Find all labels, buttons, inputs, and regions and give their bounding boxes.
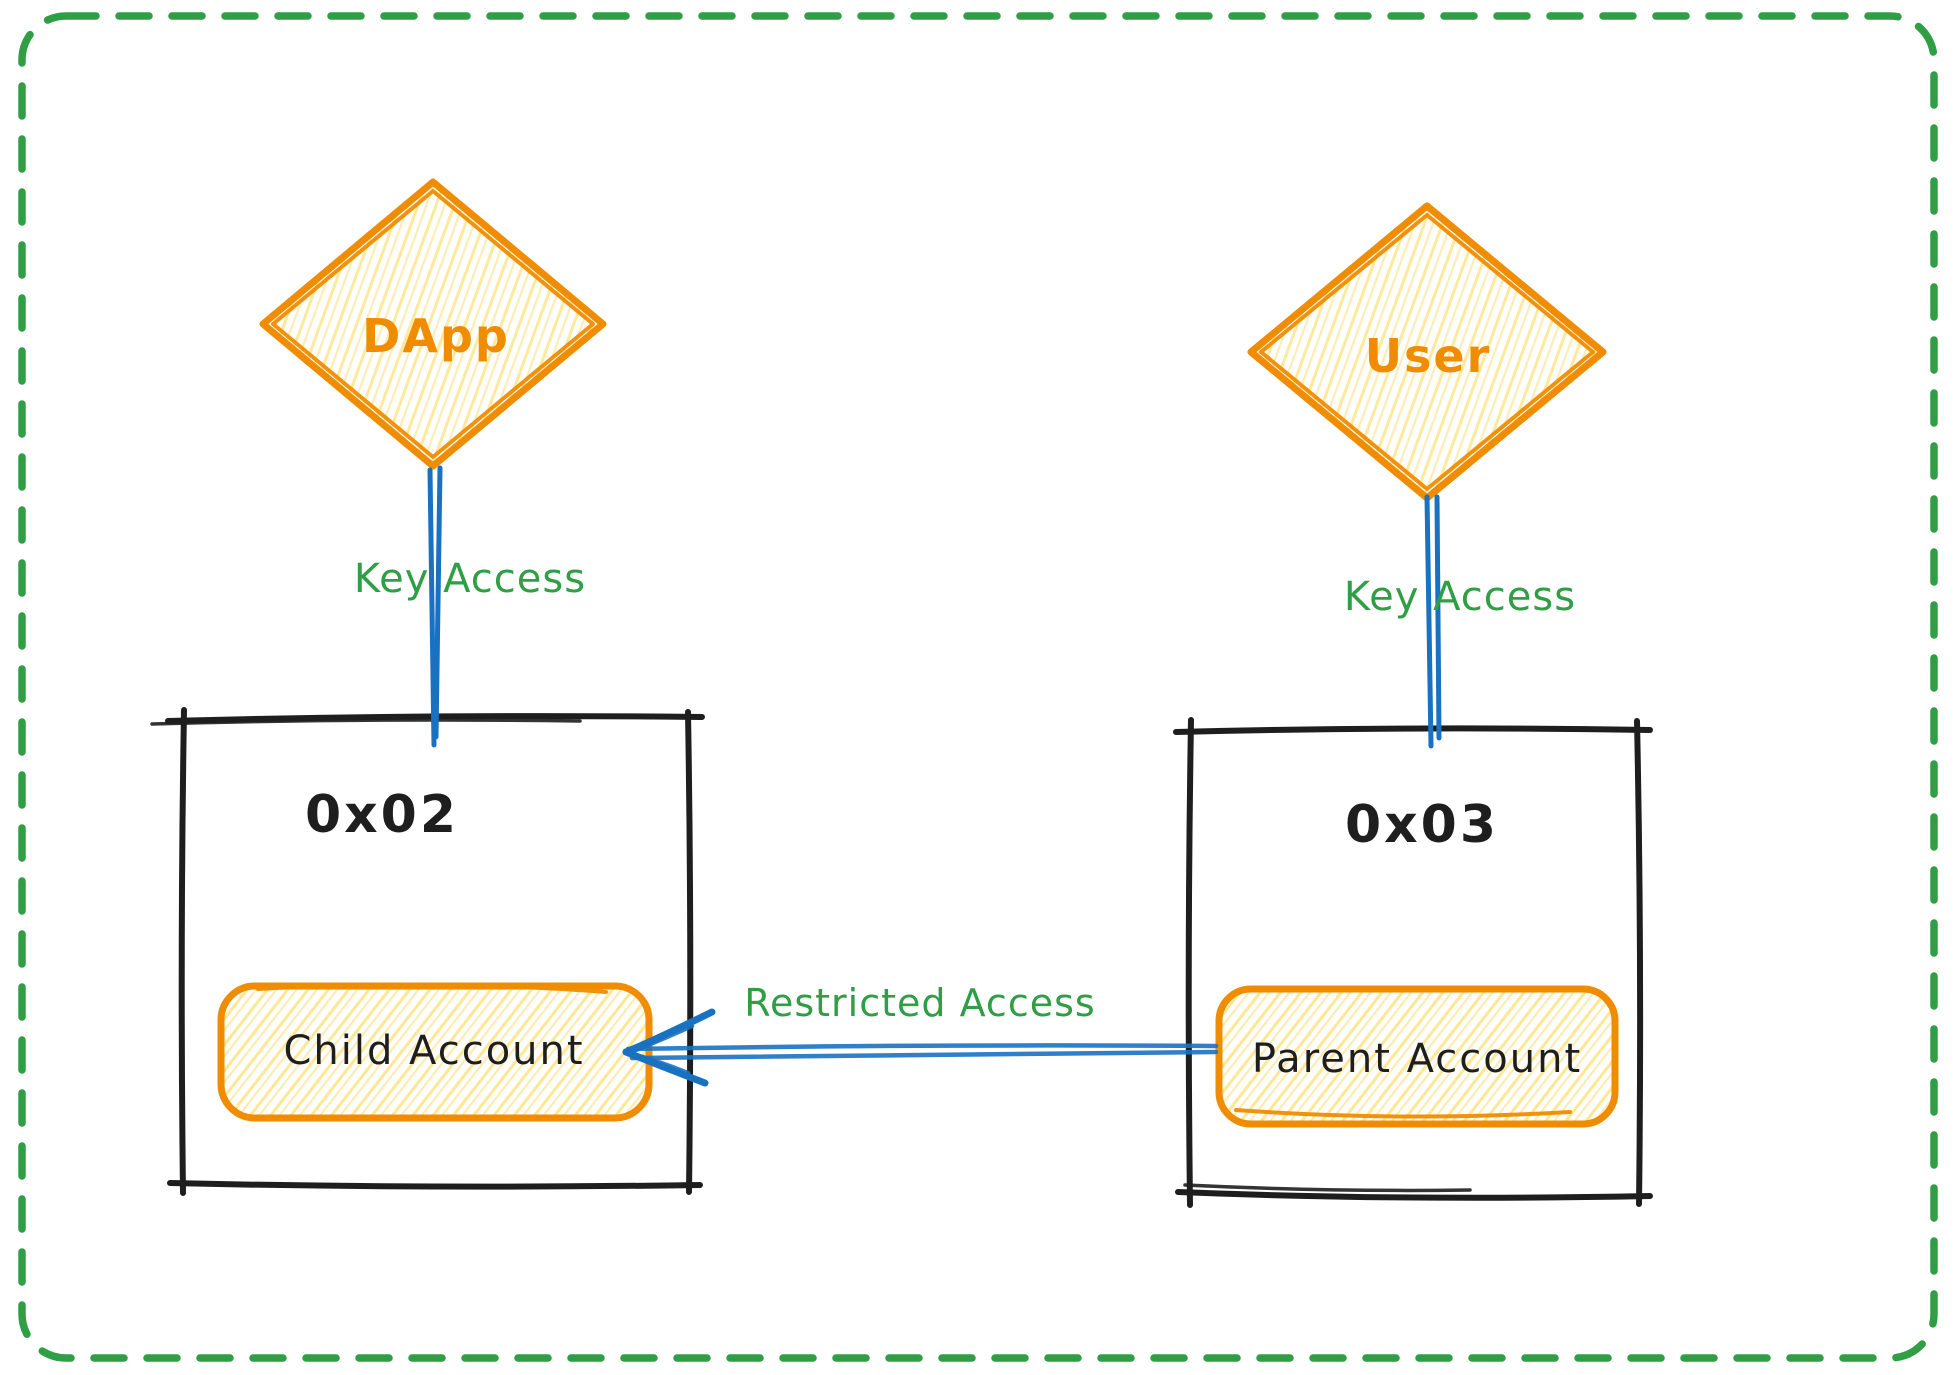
account-box-left-left-edge	[178, 707, 187, 1196]
dapp-node: DApp	[259, 178, 607, 470]
restricted-access-arrowhead-lower-sketch	[625, 1050, 691, 1076]
child-account-label: Child Account	[283, 1028, 584, 1074]
child-account-pill-sketch	[256, 982, 608, 994]
account-box-right: 0x03	[1173, 717, 1653, 1208]
parent-account-pill	[1215, 985, 1619, 1128]
key-access-left-label: Key Access	[354, 556, 586, 602]
key-access-line-right-b	[1434, 494, 1442, 741]
key-access-right-label: Key Access	[1344, 574, 1576, 620]
account-box-right-right-edge	[1634, 718, 1644, 1207]
account-left-label: 0x02	[305, 785, 459, 845]
key-access-line-left-b	[433, 465, 443, 740]
account-box-left-top-edge-sketch	[150, 718, 582, 726]
account-right-label: 0x03	[1345, 795, 1499, 855]
child-account-node: Child Account	[217, 982, 653, 1122]
restricted-access-label: Restricted Access	[744, 981, 1095, 1025]
user-label: User	[1365, 329, 1492, 383]
canvas-dashed-border	[18, 12, 1938, 1362]
account-box-right-bottom-edge-sketch	[1183, 1183, 1472, 1193]
dapp-diamond	[259, 178, 607, 470]
user-node: User	[1247, 202, 1607, 502]
restricted-access-line-b	[629, 1049, 1219, 1061]
account-box-right-bottom-edge	[1175, 1189, 1653, 1201]
account-box-left-right-edge	[685, 709, 694, 1195]
restricted-access-arrowhead-upper-sketch	[625, 1023, 695, 1056]
restricted-access-line-a	[625, 1043, 1219, 1052]
key-access-edge-left: Key Access	[354, 465, 586, 748]
account-box-right-top-edge	[1173, 725, 1653, 735]
parent-account-pill-sketch	[1234, 1108, 1572, 1119]
key-access-edge-right: Key Access	[1344, 494, 1576, 749]
account-box-left-bottom-edge	[167, 1180, 703, 1190]
dapp-label: DApp	[362, 309, 510, 363]
key-access-line-left-a	[427, 467, 437, 748]
user-diamond-inner-outline	[1259, 213, 1595, 491]
restricted-access-edge: Restricted Access	[622, 981, 1219, 1087]
account-box-right-left-edge	[1185, 717, 1194, 1208]
account-box-left: 0x02	[150, 707, 705, 1196]
parent-account-node: Parent Account	[1215, 985, 1619, 1128]
parent-account-label: Parent Account	[1252, 1036, 1582, 1082]
key-access-line-right-a	[1424, 494, 1434, 749]
dapp-diamond-inner-outline	[271, 189, 595, 459]
